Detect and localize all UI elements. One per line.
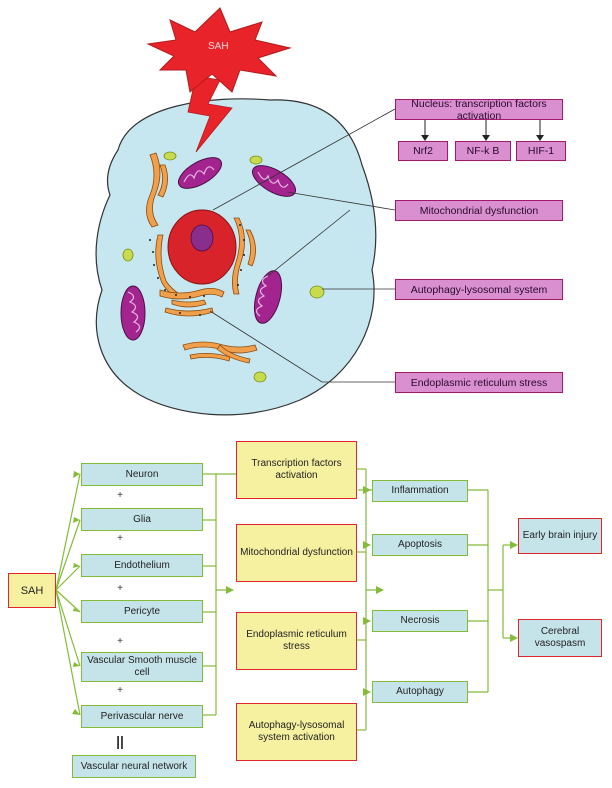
- autophagy-box: Autophagy-lysosomal system: [395, 279, 563, 300]
- ribosome-dots: [149, 224, 245, 316]
- pointer-lines: [209, 108, 396, 383]
- cell-endothelium: Endothelium: [81, 554, 203, 577]
- mitochondrial-box: Mitochondrial dysfunction: [395, 200, 563, 221]
- factor-nrf2: Nrf2: [398, 141, 448, 161]
- mech-transcription: Transcription factors activation: [236, 441, 357, 499]
- mitochondrion-1: [178, 157, 222, 189]
- plus-2: +: [117, 533, 123, 544]
- factor-hif1: HIF-1: [516, 141, 566, 161]
- mech-mitochondrial: Mitochondrial dysfunction: [236, 524, 357, 582]
- plus-5: +: [117, 685, 123, 696]
- vascular-neural-network: Vascular neural network: [72, 755, 196, 778]
- proc-apoptosis: Apoptosis: [372, 534, 468, 556]
- proc-autophagy: Autophagy: [372, 681, 468, 703]
- burst-shape: [146, 7, 292, 93]
- plus-3: +: [117, 583, 123, 594]
- mech-autophagy: Autophagy-lysosomal system activation: [236, 703, 357, 761]
- proc-inflammation: Inflammation: [372, 480, 468, 502]
- lightning-bolt-icon: [187, 75, 233, 153]
- lysosomes: [122, 151, 325, 383]
- endoplasmic-reticulum: [146, 152, 258, 364]
- burst-label: SAH: [208, 41, 229, 52]
- plus-1: +: [117, 490, 123, 501]
- equals-sign: ||: [116, 733, 124, 749]
- cell-vascular-smooth-muscle: Vascular Smooth muscle cell: [81, 652, 203, 682]
- cell-perivascular-nerve: Perivascular nerve: [81, 705, 203, 728]
- plus-4: +: [117, 636, 123, 647]
- nucleolus: [190, 224, 214, 252]
- factor-nfkb: NF-k B: [455, 141, 511, 161]
- outcome-early-brain-injury: Early brain injury: [518, 518, 602, 554]
- outcome-cerebral-vasospasm: Cerebral vasospasm: [518, 619, 602, 657]
- mitochondrion-4: [253, 270, 283, 324]
- cell-glia: Glia: [81, 508, 203, 531]
- mech-er-stress: Endoplasmic reticulum stress: [236, 612, 357, 670]
- er-stress-box: Endoplasmic reticulum stress: [395, 372, 563, 393]
- mitochondrion-3: [120, 285, 146, 341]
- cell-neuron: Neuron: [81, 463, 203, 486]
- proc-necrosis: Necrosis: [372, 610, 468, 632]
- factor-arrows: [424, 120, 541, 137]
- nucleus-box: Nucleus: transcription factors activatio…: [395, 98, 563, 122]
- cell-illustration: [95, 7, 544, 416]
- cell-body: [95, 98, 377, 416]
- sah-box: SAH: [8, 573, 56, 608]
- cell-pericyte: Pericyte: [81, 600, 203, 623]
